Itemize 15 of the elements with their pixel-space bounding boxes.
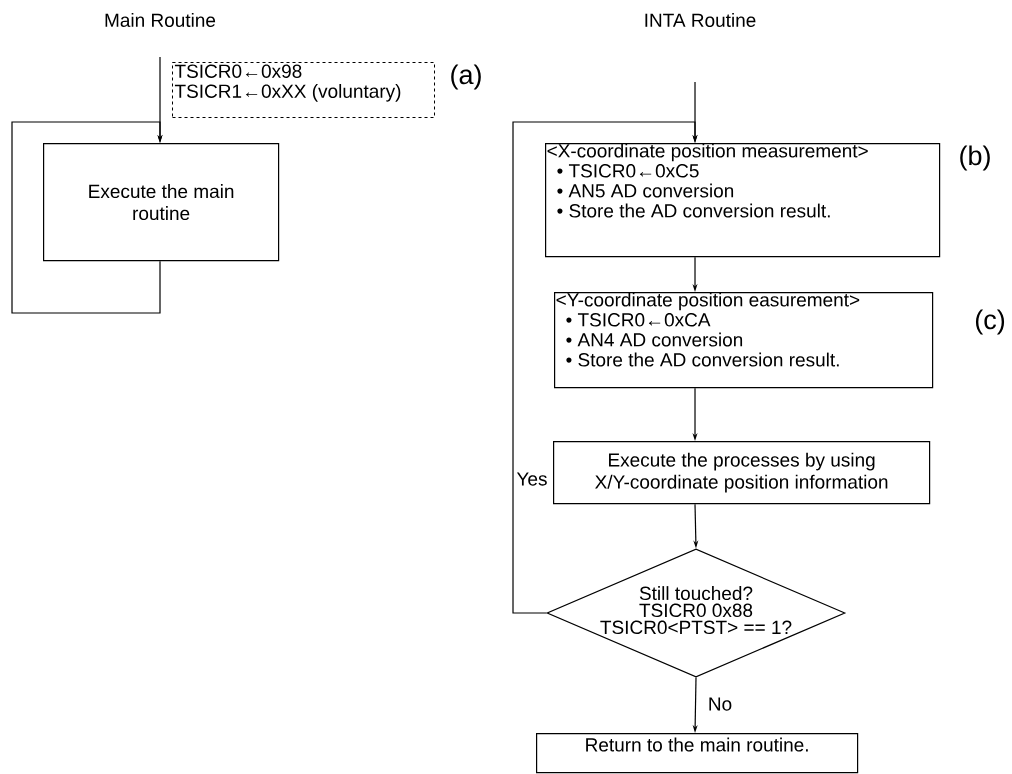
- process-box: <X-coordinate position measurement> • TSICR0←0xC5 • AN5 AD conversion • Store the AD conversion result.: [545, 143, 941, 258]
- step-tag: (c): [975, 309, 1005, 335]
- process-box: Execute the main routine: [43, 143, 280, 262]
- step-tag: (a): [451, 64, 481, 90]
- routine-heading: INTA Routine: [645, 13, 756, 27]
- routine-heading: Main Routine: [105, 13, 216, 27]
- edge-label: No: [706, 696, 734, 712]
- step-tag: (b): [960, 145, 990, 171]
- terminal-box: Return to the main routine.: [536, 733, 859, 774]
- process-box: <Y-coordinate position easurement> • TSICR0←0xCA • AN4 AD conversion • Store the AD conversion result.: [554, 292, 934, 389]
- register-note-box: TSICR0←0x98 TSICR1←0xXX (voluntary): [172, 62, 435, 118]
- arrow: [512, 121, 698, 614]
- process-box: Execute the processes by using X/Y-coordinate position information: [553, 441, 931, 505]
- edge-label: Yes: [515, 471, 549, 487]
- arrow: [11, 121, 163, 314]
